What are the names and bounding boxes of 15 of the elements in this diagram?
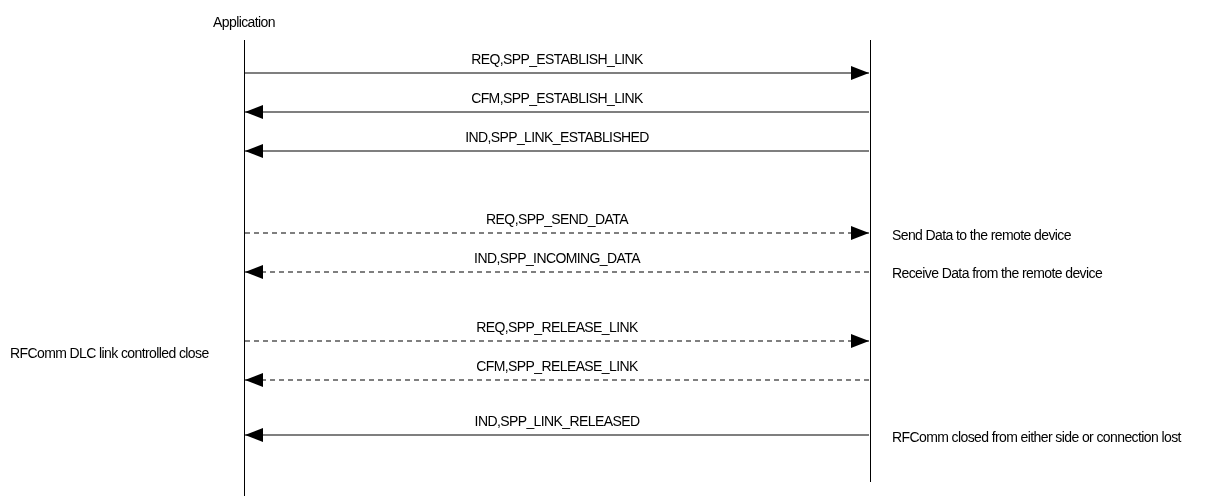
note-text: Receive Data from the remote device bbox=[892, 264, 1104, 282]
message-arrow bbox=[244, 265, 870, 279]
lifeline bbox=[870, 40, 871, 482]
message-arrow bbox=[244, 105, 870, 119]
message-arrow bbox=[244, 428, 870, 442]
message-arrow bbox=[244, 144, 870, 158]
message-arrow bbox=[244, 66, 870, 80]
message-arrow bbox=[244, 334, 870, 348]
message-arrow bbox=[244, 226, 870, 240]
note-text: RFComm DLC link controlled close bbox=[10, 344, 210, 362]
participant-name: Application bbox=[213, 13, 275, 32]
note-text: Send Data to the remote device bbox=[892, 226, 1072, 244]
note-text: RFComm closed from either side or connection lost bbox=[892, 428, 1183, 446]
message-arrow bbox=[244, 373, 870, 387]
lifeline bbox=[244, 40, 245, 496]
